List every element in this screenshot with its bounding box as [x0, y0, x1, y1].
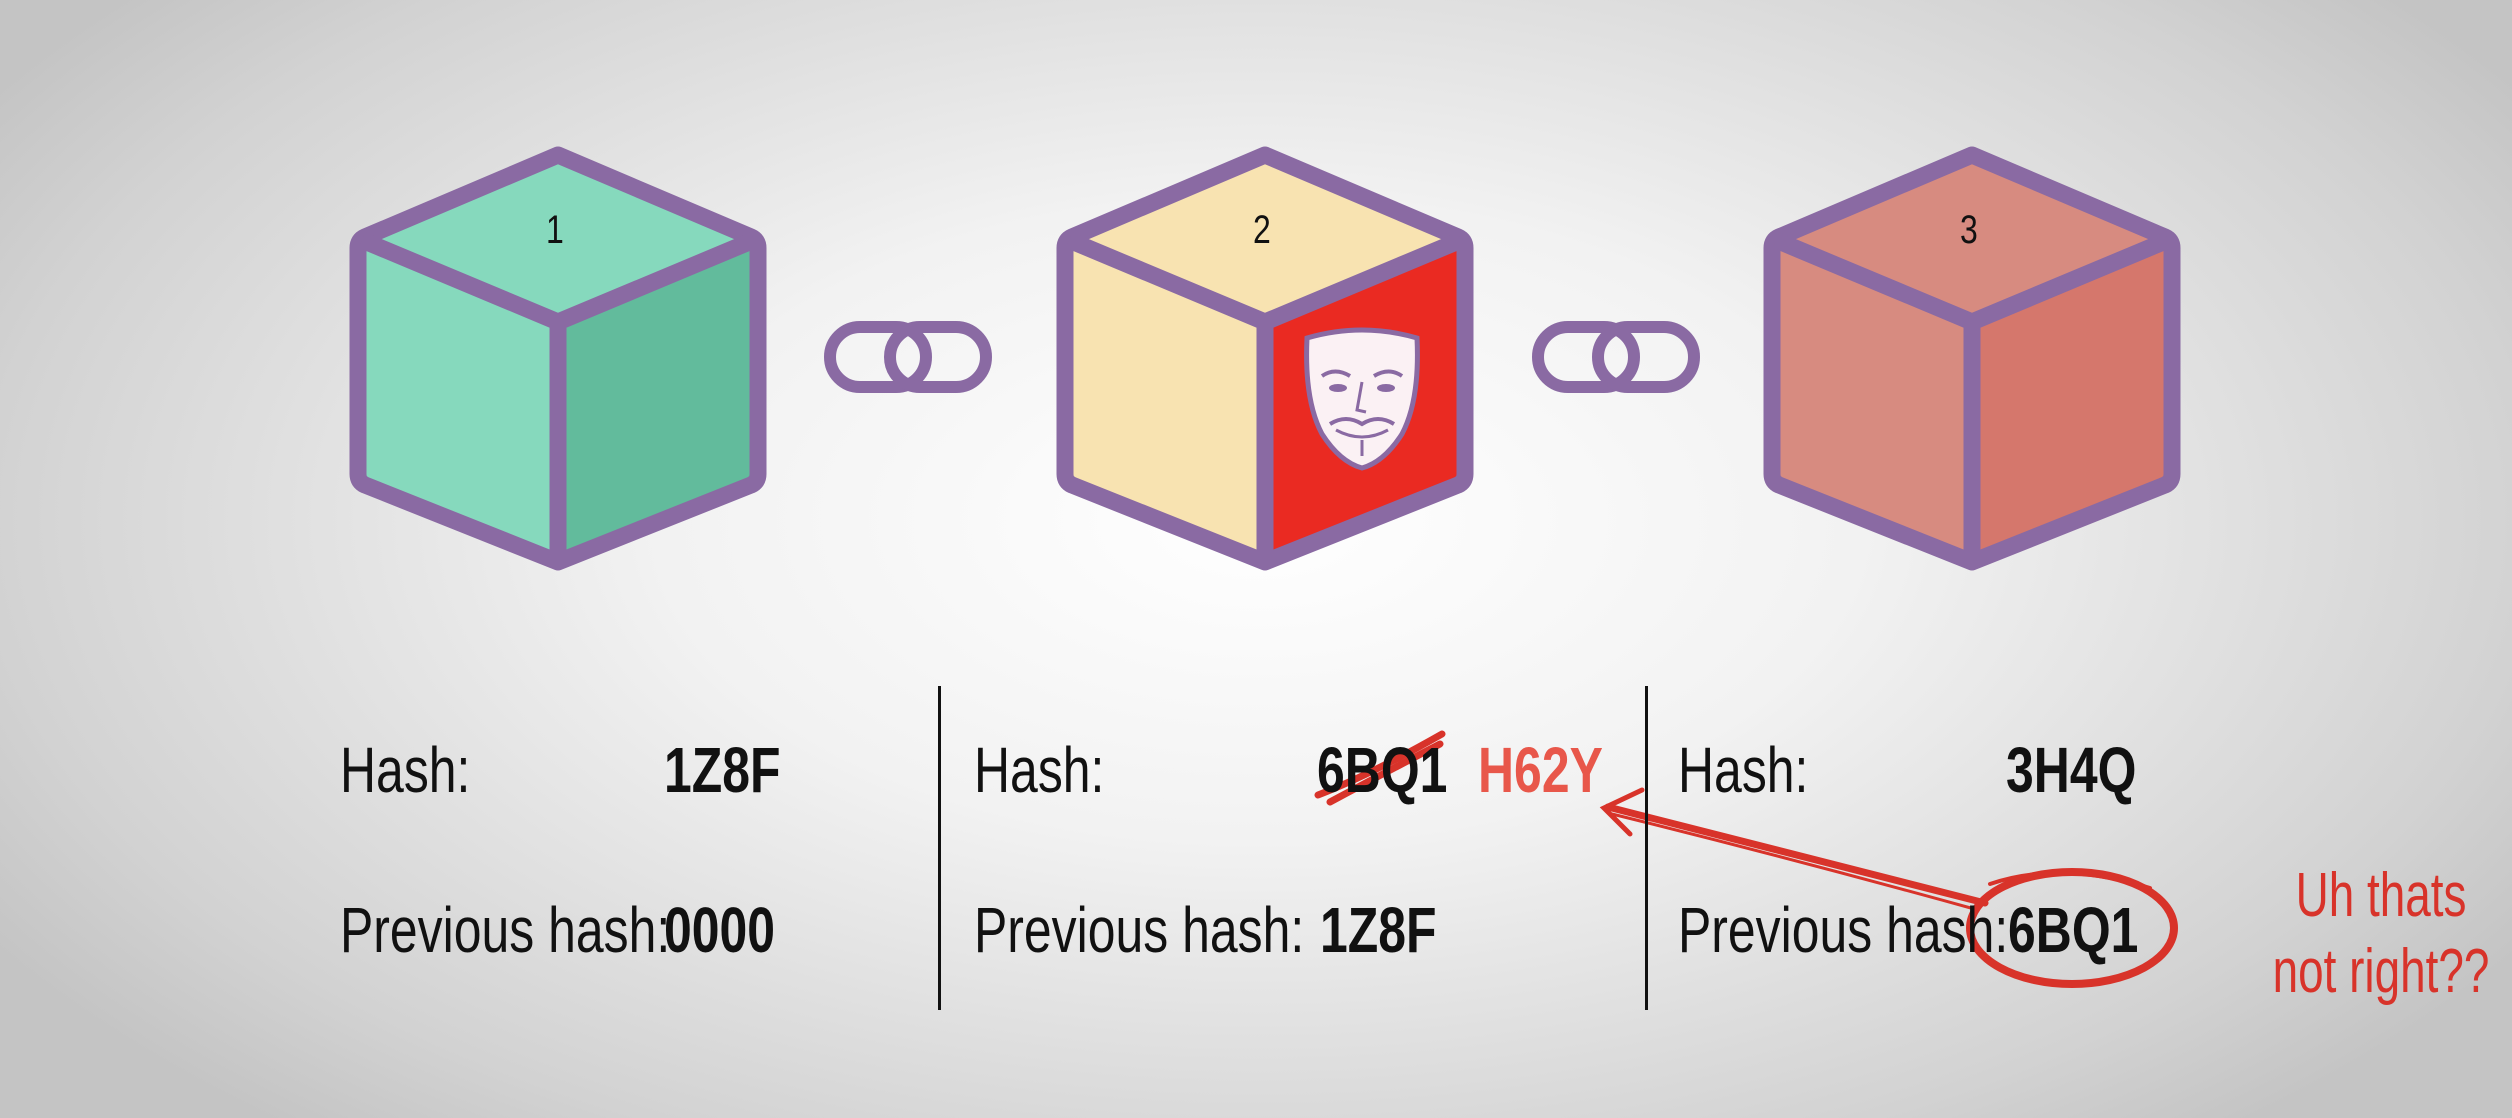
column-divider: [1645, 686, 1648, 1010]
hash-label: Hash:: [1678, 734, 1809, 806]
block-3-cube: [1763, 146, 2181, 571]
hash-value: 3H4Q: [2006, 734, 2137, 806]
strikethrough-scribble: [1314, 730, 1446, 806]
annotation-line-2: not right??: [2272, 936, 2490, 1006]
old-hash-value: 6BQ1: [1317, 734, 1448, 806]
chain-link-icon: [824, 321, 992, 393]
block-3-number: 3: [1960, 208, 1978, 252]
block-2-number: 2: [1253, 208, 1271, 252]
column-divider: [938, 686, 941, 1010]
tampered-hash-value: H62Y: [1478, 734, 1603, 806]
block-1-number: 1: [546, 208, 564, 252]
anonymous-mask-icon: [1304, 327, 1420, 471]
previous-hash-label: Previous hash:: [974, 894, 1305, 966]
hash-label: Hash:: [340, 734, 471, 806]
hash-value: 1Z8F: [664, 734, 781, 806]
previous-hash-value: 0000: [664, 894, 776, 966]
hash-label: Hash:: [974, 734, 1105, 806]
annotation-line-1: Uh thats: [2295, 861, 2467, 930]
annotation-note: Uh thats not right??: [2270, 858, 2492, 1009]
previous-hash-value: 6BQ1: [2008, 894, 2139, 966]
previous-hash-label: Previous hash:: [1678, 894, 2009, 966]
chain-link-icon: [1532, 321, 1700, 393]
circle-highlight: [1966, 868, 2178, 988]
arrow-to-tampered-hash: [1599, 787, 1989, 912]
block-2-cube: [1056, 146, 1474, 571]
block-1-cube: [349, 146, 767, 571]
previous-hash-label: Previous hash:: [340, 894, 671, 966]
previous-hash-value: 1Z8F: [1320, 894, 1437, 966]
